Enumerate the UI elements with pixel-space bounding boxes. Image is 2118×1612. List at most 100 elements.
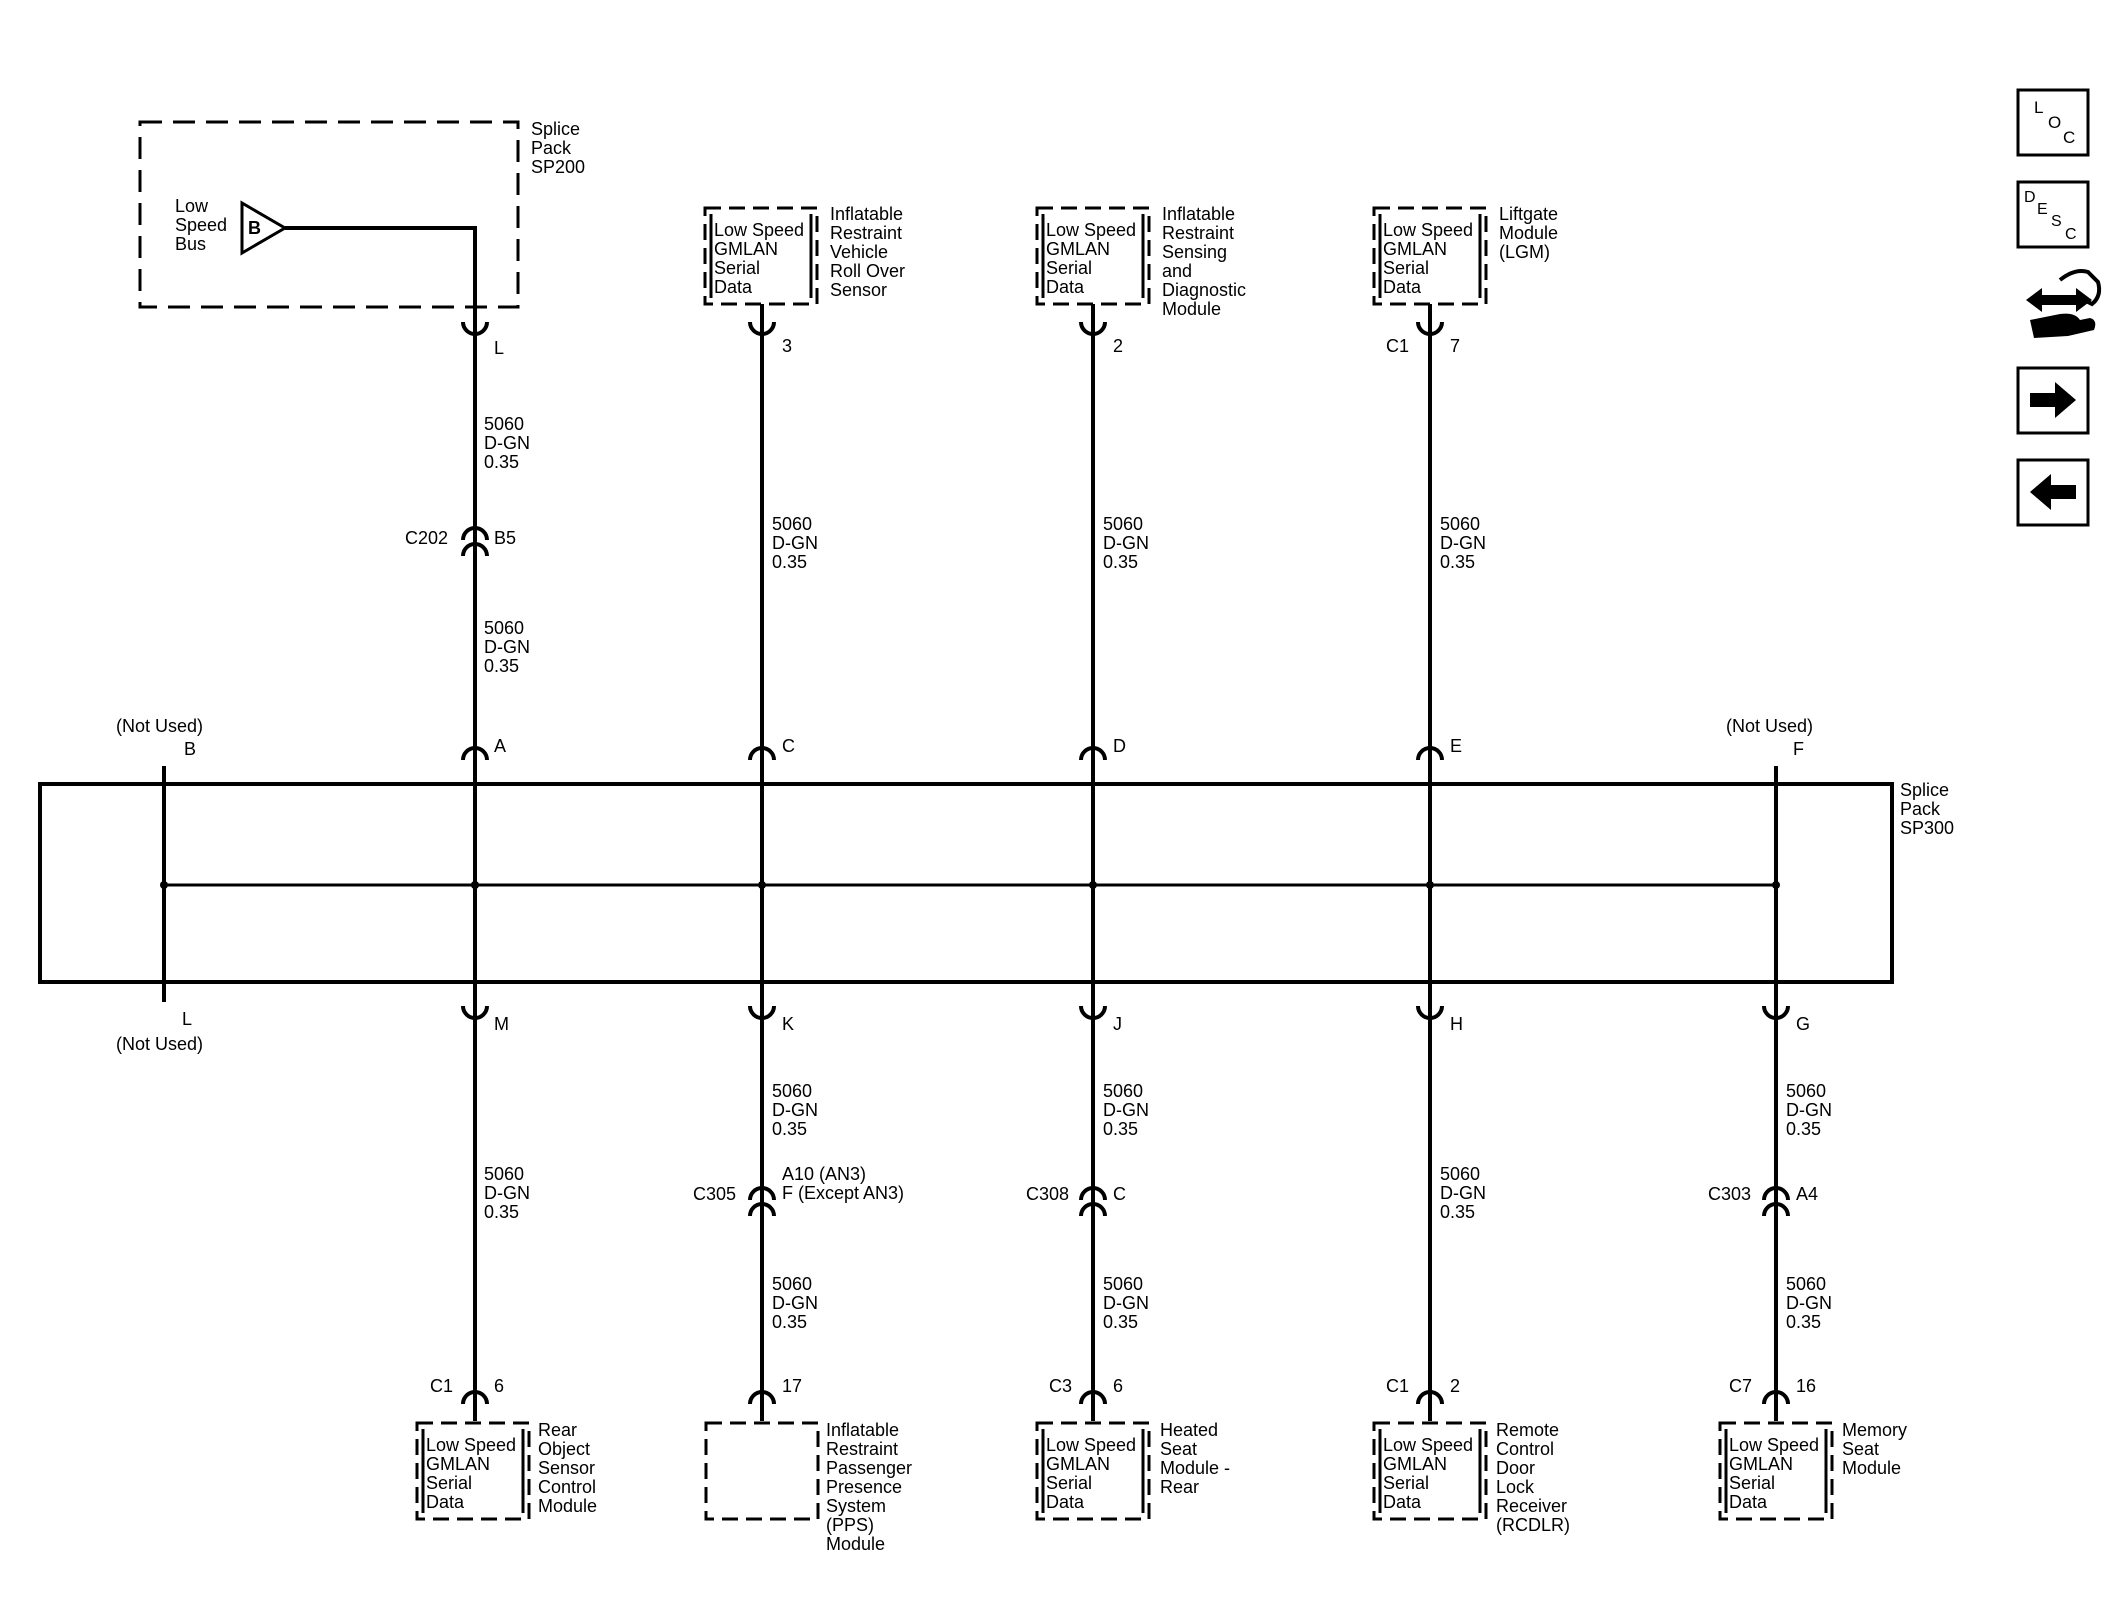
connector-label: C7 [1729,1376,1752,1396]
wire-color: D-GN [772,1100,818,1120]
wire-size: 0.35 [484,656,519,676]
diagram-label: C [2063,128,2075,147]
diagram-label: Module [826,1534,885,1554]
desc-button[interactable]: D E S C [2016,180,2090,249]
diagram-label: S [2051,213,2062,230]
diagram-label: GMLAN [714,239,778,259]
wire-circuit: 5060 [1103,1081,1143,1101]
wire-color: D-GN [1103,1100,1149,1120]
diagram-label: Data [1046,277,1085,297]
inline-connector-label: C303 [1708,1184,1751,1204]
diagram-label: (PPS) [826,1515,874,1535]
wire-color: D-GN [484,433,530,453]
sp300-label-3: SP300 [1900,818,1954,838]
branch-memory-seat-module: G 5060 D-GN 0.35 C303 A4 5060 D-GN 0.35 … [1708,985,1907,1521]
desc-icon: D E S C [2024,189,2077,243]
wire-size: 0.35 [1103,1119,1138,1139]
diagram-label: Door [1496,1458,1535,1478]
wire-circuit: 5060 [1786,1081,1826,1101]
diagram-label: GMLAN [1383,1454,1447,1474]
hand-arrows-icon [2026,269,2102,338]
wire-circuit: 5060 [1786,1274,1826,1294]
loc-button[interactable]: L O C [2016,88,2090,157]
diagram-label: GMLAN [1383,239,1447,259]
wire-size: 0.35 [484,452,519,472]
splice-pack-sp300: Splice Pack SP300 [38,780,1954,984]
bus-terminal-label: B [248,218,261,238]
wire-circuit: 5060 [1103,514,1143,534]
branch-liftgate-module: Low Speed GMLAN Serial Data Liftgate Mod… [1372,204,1558,1002]
pin-label: L [182,1009,192,1029]
diagram-label: C [2065,226,2077,243]
diagram-label: Low Speed [714,220,804,240]
pin-label: G [1796,1014,1810,1034]
sp300-label-1: Splice [1900,780,1949,800]
wire-color: D-GN [1786,1293,1832,1313]
connector-label: C1 [1386,336,1409,356]
branch-rcdlr: H 5060 D-GN 0.35 C1 2 Low Speed GMLAN Se… [1372,985,1570,1535]
pin-label: M [494,1014,509,1034]
diagram-label: Inflatable [1162,204,1235,224]
wire-size: 0.35 [484,1202,519,1222]
unused-pin-f: (Not Used) F [1726,716,1813,1002]
diagram-label: Module [538,1496,597,1516]
wire-circuit: 5060 [484,1164,524,1184]
diagram-label: Inflatable [830,204,903,224]
diagram-label: Remote [1496,1420,1559,1440]
branch-roll-over-sensor: Low Speed GMLAN Serial Data Inflatable R… [703,204,905,1002]
pin-label: 17 [782,1376,802,1396]
hand-arrows-button[interactable] [2026,269,2102,338]
diagram-label: (RCDLR) [1496,1515,1570,1535]
diagram-label: Serial [714,258,760,278]
diagram-label: Receiver [1496,1496,1567,1516]
sp200-label-3: SP200 [531,157,585,177]
wire-size: 0.35 [1440,1202,1475,1222]
diagram-label: Low Speed [1046,220,1136,240]
pin-label: 2 [1113,336,1123,356]
pin-label: B5 [494,528,516,548]
wire-circuit: 5060 [772,1081,812,1101]
diagram-label: Data [1046,1492,1085,1512]
splice-pack-sp200: Splice Pack SP200 Low Speed Bus B [138,119,585,309]
wire-color: D-GN [1440,533,1486,553]
diagram-label: D [2024,189,2036,206]
diagram-label: Restraint [1162,223,1234,243]
pin-label: A [494,736,506,756]
diagram-label: Data [1383,277,1422,297]
wire-circuit: 5060 [772,514,812,534]
pin-label: J [1113,1014,1122,1034]
diagram-label: Heated [1160,1420,1218,1440]
diagram-label: Data [426,1492,465,1512]
sp300-label-2: Pack [1900,799,1941,819]
diagram-label: System [826,1496,886,1516]
wire-circuit: 5060 [484,618,524,638]
diagram-label: Inflatable [826,1420,899,1440]
bus-triangle-icon [240,200,288,256]
diagram-label: Data [1383,1492,1422,1512]
prev-button[interactable] [2016,458,2090,527]
pin-label: D [1113,736,1126,756]
diagram-label: Module [1499,223,1558,243]
wire-color: D-GN [1440,1183,1486,1203]
not-used-label: (Not Used) [116,1034,203,1054]
diagram-label: Sensor [538,1458,595,1478]
wire-size: 0.35 [772,1312,807,1332]
diagram-label: Serial [1729,1473,1775,1493]
not-used-label: (Not Used) [116,716,203,736]
wire-circuit: 5060 [484,414,524,434]
diagram-label: GMLAN [1046,1454,1110,1474]
diagram-label: Data [1729,1492,1768,1512]
pin-label: 3 [782,336,792,356]
wire-color: D-GN [1786,1100,1832,1120]
pin-label: A4 [1796,1184,1818,1204]
pin-label: L [494,338,504,358]
branch-sensing-diagnostic-module: Low Speed GMLAN Serial Data Inflatable R… [1035,204,1246,1002]
diagram-label: Data [714,277,753,297]
inline-connector-label: C305 [693,1184,736,1204]
not-used-label: (Not Used) [1726,716,1813,736]
next-button[interactable] [2016,366,2090,435]
low-speed-bus-label-1: Low [175,196,209,216]
diagram-label: Vehicle [830,242,888,262]
diagram-label: Sensing [1162,242,1227,262]
diagram-label: GMLAN [426,1454,490,1474]
